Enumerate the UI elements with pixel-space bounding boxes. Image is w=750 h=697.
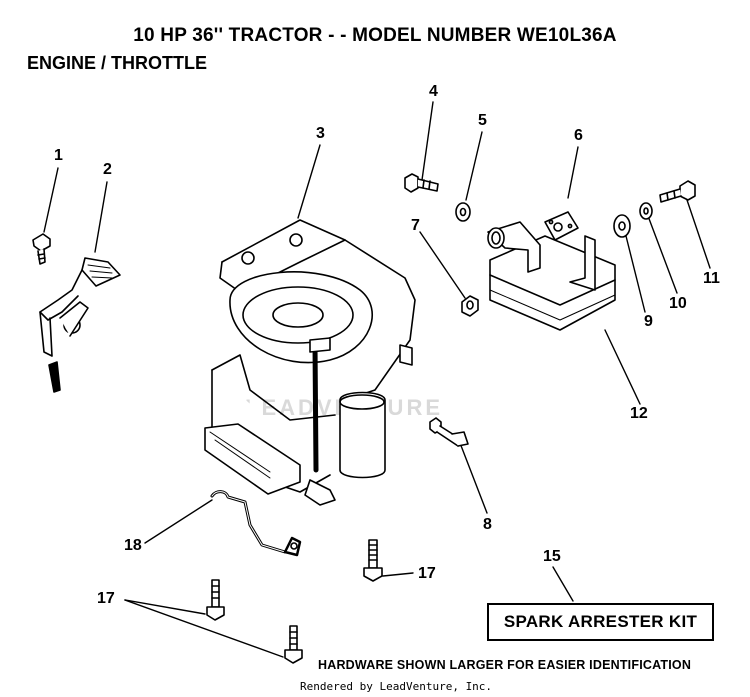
section-subtitle: ENGINE / THROTTLE <box>27 53 207 73</box>
part-18-link-rod <box>210 490 302 557</box>
part-9-washer <box>613 214 631 238</box>
callout-17-left: 17 <box>97 590 115 607</box>
part-6-gasket <box>544 211 579 241</box>
hardware-note: HARDWARE SHOWN LARGER FOR EASIER IDENTIF… <box>318 658 692 672</box>
part-12-muffler <box>487 221 616 331</box>
callout-7: 7 <box>411 217 420 234</box>
part-7-nut <box>461 295 479 317</box>
spark-arrester-kit-box: SPARK ARRESTER KIT <box>487 603 714 641</box>
callout-5: 5 <box>478 112 487 129</box>
leader-lines <box>43 101 711 658</box>
part-5-washer <box>455 202 471 222</box>
callout-11: 11 <box>703 270 720 287</box>
part-11-bolt <box>659 180 696 203</box>
part-2-throttle-control <box>39 257 121 393</box>
spark-arrester-kit-label: SPARK ARRESTER KIT <box>503 612 698 631</box>
rendered-by-credit: Rendered by LeadVenture, Inc. <box>300 680 493 693</box>
callout-3: 3 <box>316 125 325 142</box>
callout-9: 9 <box>644 313 653 330</box>
part-4-bolt <box>404 173 439 193</box>
callout-17-right: 17 <box>418 565 436 582</box>
callout-10: 10 <box>669 295 687 312</box>
part-8-bolt <box>429 417 469 447</box>
callout-6: 6 <box>574 127 583 144</box>
callout-1: 1 <box>54 147 63 164</box>
part-1-bolt <box>32 233 51 265</box>
callout-18: 18 <box>124 537 142 554</box>
part-17-bolt-middle <box>206 579 225 621</box>
callout-4: 4 <box>429 83 438 100</box>
part-17-bolt-top <box>363 539 383 582</box>
callout-8: 8 <box>483 516 492 533</box>
callout-2: 2 <box>103 161 112 178</box>
callout-15: 15 <box>543 548 561 565</box>
part-3-engine <box>204 219 416 506</box>
part-17-bolt-bottom <box>284 625 303 664</box>
callout-12: 12 <box>630 405 648 422</box>
part-10-washer <box>639 202 653 220</box>
diagram-title: 10 HP 36'' TRACTOR - - MODEL NUMBER WE10… <box>133 25 617 46</box>
